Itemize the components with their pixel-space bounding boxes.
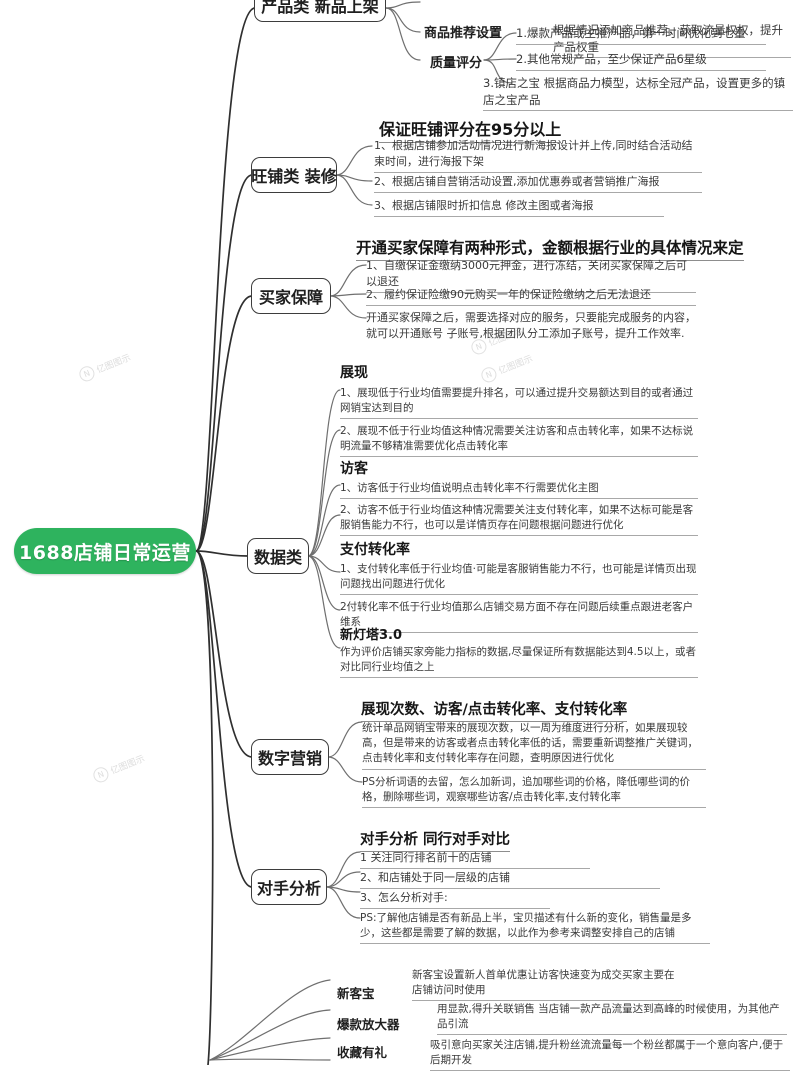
branch-node-competitor[interactable]: 对手分析 [251,869,327,905]
leaf-bottom-1[interactable]: 用显款,得升关联销售 当店铺一款产品流量达到高峰的时候使用，为其他产品引流 [437,1002,787,1036]
heading-shop-score: 保证旺铺评分在95分以上 [379,116,562,143]
branch-node-product[interactable]: 产品类 新品上架 [254,0,386,22]
leaf-buyer-2[interactable]: 开通买家保障之后，需要选择对应的服务，只要能完成服务的内容，就可以开通账号 子账… [366,311,696,340]
leaf-bottom-2[interactable]: 吸引意向买家关注店铺,提升粉丝流流量每一个粉丝都属于一个意向客户,便于后期开发 [430,1038,790,1071]
row-label-favorite-gift[interactable]: 收藏有礼 [337,1045,388,1060]
leaf-shop-1[interactable]: 2、根据店铺自营销活动设置,添加优惠券或者营销推广海报 [374,174,702,193]
leaf-competitor-0[interactable]: 1 关注同行排名前十的店铺 [360,850,590,869]
heading-digital-marketing: 展现次数、访客/点击转化率、支付转化率 [361,698,628,722]
heading-competitor: 对手分析 同行对手对比 [360,828,511,852]
leaf-digital-0[interactable]: 统计单品网销宝带来的展现次数，以一周为维度进行分析，如果展现较高，但是带来的访客… [362,721,706,770]
row-label-quality-score[interactable]: 质量评分 [430,56,483,71]
leaf-buyer-1[interactable]: 2、履约保证险缴90元购买一年的保证险缴纳之后无法退还 [366,287,696,306]
watermark-logo-icon: N [77,364,97,384]
leaf-data-lighthouse-0[interactable]: 作为评价店铺买家旁能力指标的数据,尽量保证所有数据能达到4.5以上，或者对比同行… [340,645,698,679]
branch-label-product: 产品类 新品上架 [261,0,379,16]
row-label-new-customer[interactable]: 新客宝 [337,986,375,1001]
heading-buyer-protection: 开通买家保障有两种形式，金额根据行业的具体情况来定 [356,236,744,261]
leaf-data-impressions-0[interactable]: 1、展现低于行业均值需要提升排名，可以通过提升交易额达到目的或者通过网销宝达到目… [340,386,698,420]
heading-visitors: 访客 [340,461,368,477]
leaf-competitor-3[interactable]: PS:了解他店铺是否有新品上半，宝贝描述有什么新的变化，销售量是多少，这些都是需… [360,911,710,945]
branch-node-digital-marketing[interactable]: 数字营销 [251,739,329,775]
heading-payment-rate: 支付转化率 [340,542,410,558]
leaf-shop-2[interactable]: 3、根据店铺限时折扣信息 修改主图或者海报 [374,198,664,217]
leaf-data-payment-1[interactable]: 2付转化率不低于行业均值那么店铺交易方面不存在问题后续重点跟进老客户维系 [340,600,698,634]
watermark-logo-icon: N [91,765,111,785]
watermark-text: 亿图图示 [109,754,147,777]
leaf-product-3[interactable]: 2.其他常规产品，至少保证产品6星级 [516,51,766,71]
watermark-logo-icon: N [479,365,499,385]
branch-label-digital-marketing: 数字营销 [258,749,323,768]
leaf-digital-1[interactable]: PS分析词语的去留，怎么加新词，追加哪些词的价格，降低哪些词的价格，删除哪些词，… [362,775,706,809]
leaf-product-1[interactable]: 根据情况添加商品推荐，获取流量权权，提升产品权重 [553,22,791,59]
branch-label-competitor: 对手分析 [257,879,322,898]
leaf-competitor-2[interactable]: 3、怎么分析对手: [360,890,550,909]
watermark-text: 亿图图示 [497,354,535,377]
leaf-product-4[interactable]: 3.镇店之宝 根据商品力模型，达标全冠产品，设置更多的镇店之宝产品 [483,75,793,112]
leaf-data-visitors-1[interactable]: 2、访客不低于行业均值这种情况需要关注支付转化率，如果不达标可能是客服销售能力不… [340,503,698,537]
leaf-data-impressions-1[interactable]: 2、展现不低于行业均值这种情况需要关注访客和点击转化率，如果不达标说明流量不够精… [340,424,698,458]
leaf-shop-0[interactable]: 1、根据店铺参加活动情况进行新海报设计并上传,同时结合活动结束时间，进行海报下架 [374,138,702,173]
leaf-buyer-0[interactable]: 1、自缴保证金缴纳3000元押金，进行冻结，关闭买家保障之后可以退还 [366,258,696,293]
leaf-data-visitors-0[interactable]: 1、访客低于行业均值说明点击转化率不行需要优化主图 [340,481,698,500]
branch-node-shop-decoration[interactable]: 旺铺类 装修 [251,157,337,193]
leaf-competitor-1[interactable]: 2、和店铺处于同一层级的店铺 [360,870,660,889]
branch-label-data: 数据类 [254,548,303,567]
leaf-bottom-0[interactable]: 新客宝设置新人首单优惠让访客快速变为成交买家主要在店铺访问时使用 [412,968,682,1002]
heading-lighthouse: 新灯塔3.0 [340,628,403,643]
branch-label-buyer-protection: 买家保障 [259,288,324,307]
branch-label-shop-decoration: 旺铺类 装修 [251,167,337,186]
leaf-data-payment-0[interactable]: 1、支付转化率低于行业均值·可能是客服销售能力不行，也可能是详情页出现问题找出问… [340,562,698,596]
leaf-product-2[interactable]: 1.爆款产品或主推产品，第一时间优化到七量 [516,25,766,45]
branch-node-data[interactable]: 数据类 [247,538,309,574]
branch-node-buyer-protection[interactable]: 买家保障 [251,278,331,314]
row-label-hot-amplifier[interactable]: 爆款放大器 [337,1017,400,1032]
heading-impressions: 展现 [340,365,368,381]
row-label-product-recommend[interactable]: 商品推荐设置 [424,26,503,41]
central-node-label: 1688店铺日常运营 [19,541,191,564]
watermark-text: 亿图图示 [95,353,133,376]
central-node[interactable]: 1688店铺日常运营 [14,528,196,574]
